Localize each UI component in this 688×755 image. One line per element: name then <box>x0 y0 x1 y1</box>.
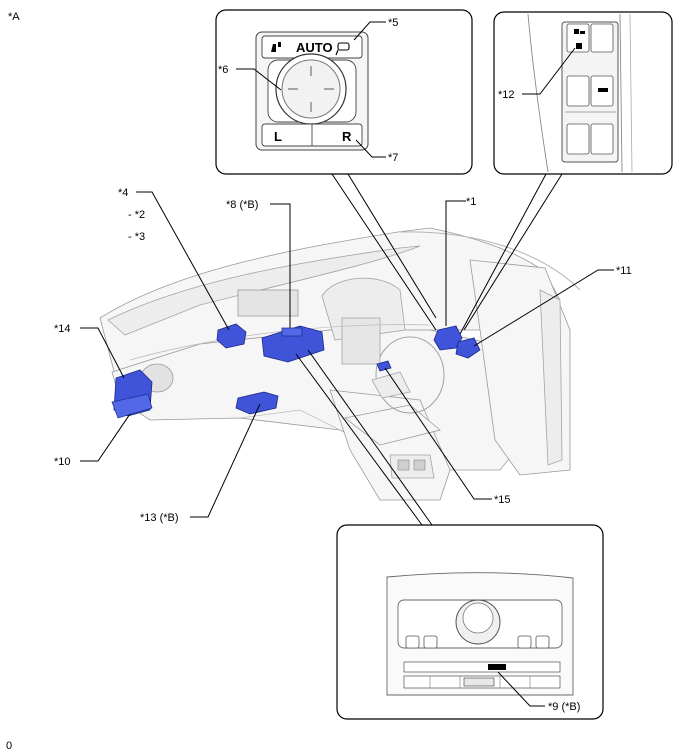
mirror-auto-label: AUTO <box>296 40 333 55</box>
callout-7: *7 <box>388 152 398 164</box>
callout-9: *9 (*B) <box>548 701 580 713</box>
window-switch-detail-box <box>493 11 673 175</box>
view-label: *A <box>8 11 20 23</box>
part-15-sensor <box>376 360 392 372</box>
part-4-switch <box>216 323 247 349</box>
callout-4: *4 <box>118 187 128 199</box>
callout-13: *13 (*B) <box>140 512 179 524</box>
part-13-unit <box>235 391 279 415</box>
part-10-bracket <box>111 393 153 419</box>
callout-2: - *2 <box>128 209 145 221</box>
callout-5: *5 <box>388 17 398 29</box>
callout-10: *10 <box>54 456 71 468</box>
callout-8: *8 (*B) <box>226 199 258 211</box>
part-8-center-panel <box>261 325 325 363</box>
corner-mark: 0 <box>6 740 12 752</box>
callout-15: *15 <box>494 494 511 506</box>
callout-14: *14 <box>54 323 71 335</box>
callout-11: *11 <box>616 265 632 277</box>
callout-12: *12 <box>498 89 515 101</box>
callout-3: - *3 <box>128 231 145 243</box>
mirror-right-label: R <box>342 129 352 144</box>
part-11-door-switch <box>455 337 481 359</box>
callout-1: *1 <box>466 196 476 208</box>
callout-6: *6 <box>218 64 228 76</box>
dashboard-illustration <box>99 227 581 501</box>
part-1-door-switch <box>433 325 463 351</box>
labels: *A 0 *1 - *2 - *3 *4 *5 *6 *7 *8 (*B) *9… <box>6 11 632 752</box>
mirror-left-label: L <box>274 129 282 144</box>
center-panel-detail-box <box>336 524 604 720</box>
leader-lines <box>80 21 614 707</box>
mirror-switch-detail-box <box>215 9 473 175</box>
